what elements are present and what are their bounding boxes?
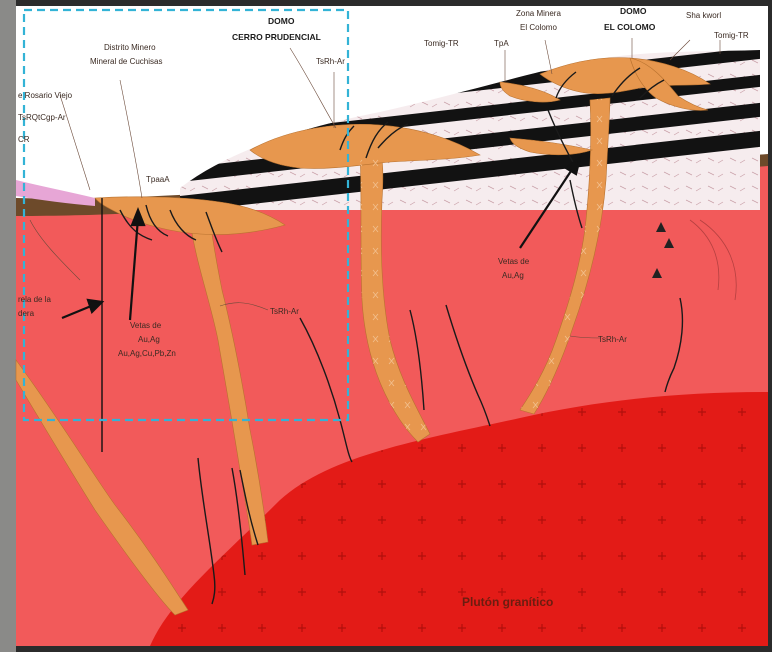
label-rosario: e Rosario Viejo [18,91,73,100]
label-tpaa: TpaaA [146,175,170,184]
left-edge-strip [0,0,16,652]
label-vetas-left-2: Au,Ag [138,335,160,344]
label-tsrh-left: TsRh-Ar [270,307,299,316]
label-pluton: Plutón granítico [462,595,553,609]
label-zona-minera-1: Zona Minera [516,9,561,18]
label-vetas-right-2: Au,Ag [502,271,524,280]
label-cr: CR [18,135,30,144]
label-tomig-left: Tomig-TR [424,39,459,48]
label-tpa: TpA [494,39,509,48]
label-tomig-right: Tomig-TR [714,31,749,40]
label-tsrh-top: TsRh-Ar [316,57,345,66]
label-tsrh-right: TsRh-Ar [598,335,627,344]
label-domo-colomo-1: DOMO [620,6,647,16]
label-domo-cerro-2: CERRO PRUDENCIAL [232,32,321,42]
label-tsrq: TsRQtCgp-Ar [18,113,66,122]
label-sha: Sha kworl [686,11,721,20]
label-vetas-left-3: Au,Ag,Cu,Pb,Zn [118,349,176,358]
label-domo-colomo-2: EL COLOMO [604,22,656,32]
label-distrito-1: Distrito Minero [104,43,156,52]
label-vetas-right-1: Vetas de [498,257,530,266]
label-vetas-left-1: Vetas de [130,321,162,330]
label-zona-minera-2: El Colomo [520,23,557,32]
label-edge-1: rela de la [18,295,51,304]
label-distrito-2: Mineral de Cuchisas [90,57,162,66]
label-domo-cerro-1: DOMO [268,16,295,26]
label-edge-2: dera [18,309,35,318]
